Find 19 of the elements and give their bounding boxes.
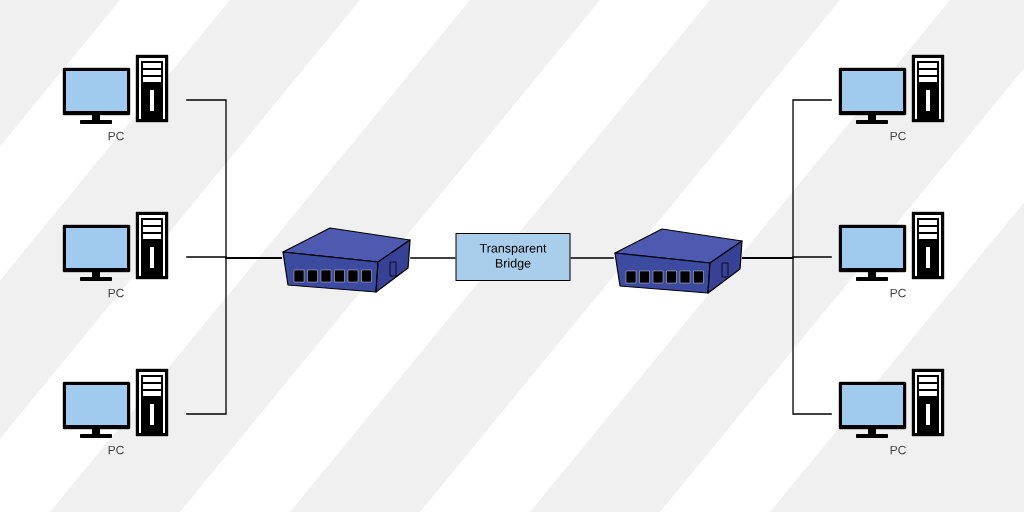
device-label: PC	[890, 445, 906, 455]
device-label: PC	[108, 288, 124, 298]
switch-drawing	[282, 227, 411, 293]
bridge-box: Transparent Bridge	[455, 233, 571, 281]
computer-drawing	[838, 368, 945, 438]
switch-drawing	[614, 228, 743, 294]
computer-drawing	[62, 211, 169, 281]
device-label: PC	[890, 131, 906, 141]
connector-line	[409, 257, 457, 259]
computer-drawing	[838, 54, 945, 124]
computer-drawing	[62, 368, 169, 438]
device-label: PC	[108, 131, 124, 141]
device-label: PC	[108, 445, 124, 455]
computer-drawing	[62, 54, 169, 124]
connector-line	[569, 257, 615, 259]
connector-line	[185, 257, 283, 415]
device-label: PC	[890, 288, 906, 298]
computer-drawing	[838, 211, 945, 281]
connector-line	[741, 257, 833, 415]
